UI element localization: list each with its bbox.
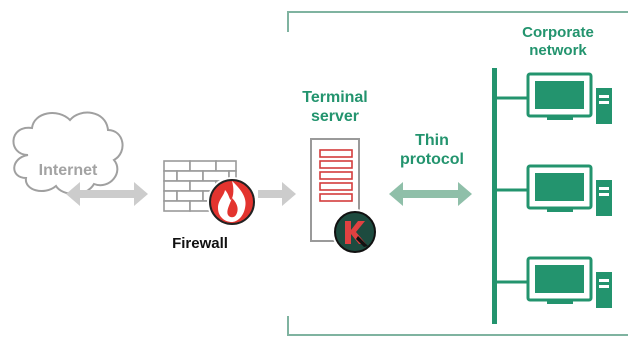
- internet-firewall-arrow: [66, 182, 148, 206]
- firewall-server-arrow: [258, 182, 296, 206]
- network-connectors: [497, 96, 528, 284]
- corporate-zone-border: [287, 11, 628, 336]
- pc-tower-icon: [596, 88, 612, 124]
- terminal-server-label-line-2: server: [310, 108, 360, 125]
- corporate-network-label-line-2: network: [529, 42, 587, 59]
- terminal-server-label: Terminal server: [288, 88, 382, 126]
- pc-tower-icon: [596, 180, 612, 216]
- computer-3: [526, 256, 612, 308]
- corporate-network-label-line-1: Corporate: [522, 24, 594, 41]
- computer-2: [526, 164, 612, 216]
- corporate-network-label: Corporate network: [508, 24, 608, 60]
- thin-protocol-label-line-1: Thin: [415, 132, 449, 149]
- computer-1: [526, 72, 612, 124]
- thin-protocol-label-line-2: protocol: [400, 151, 464, 168]
- network-backbone: [492, 68, 497, 324]
- terminal-server-label-line-1: Terminal: [302, 89, 368, 106]
- kaspersky-k-icon: [332, 209, 378, 255]
- firewall-label: Firewall: [172, 235, 228, 252]
- thin-protocol-arrow: [389, 182, 472, 206]
- cloud-icon: [12, 111, 124, 195]
- thin-protocol-label: Thin protocol: [388, 131, 476, 169]
- pc-tower-icon: [596, 272, 612, 308]
- internet-label: Internet: [38, 162, 98, 179]
- server-icon: [310, 138, 360, 242]
- fire-icon: [207, 177, 257, 227]
